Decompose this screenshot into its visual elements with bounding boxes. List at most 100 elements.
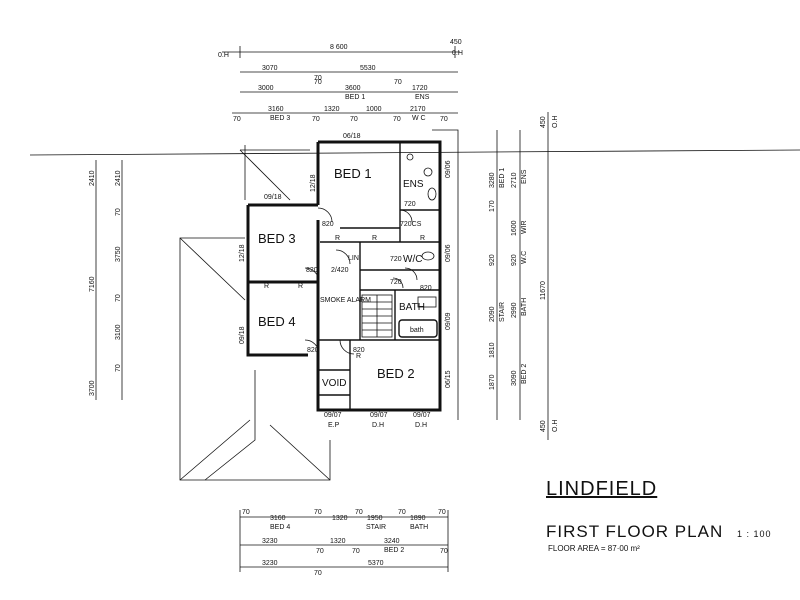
window-tag: 09/06 — [445, 160, 452, 178]
dim-right-inner-c-sub: W.C — [521, 251, 528, 264]
dims-bottom: 70 3160 70 1320 70 1950 70 1890 70 BED 4… — [239, 509, 449, 577]
dim-left-outer-f: 3700 — [89, 380, 96, 396]
dim-top-r3-a: 3000 — [258, 85, 274, 92]
dim-left-outer-a: 2410 — [89, 170, 96, 186]
dim-bottom-r2-b: 70 — [316, 548, 324, 555]
lower-roof-outline — [179, 129, 459, 481]
plan-name: FIRST FLOOR PLAN — [546, 522, 724, 541]
dims-top: 8 600 450 0.H 0.H 3070 70 5530 3000 70 3… — [218, 39, 463, 123]
dim-right-inner-e: 3090 — [511, 370, 518, 386]
robe-mark: R — [356, 353, 361, 360]
door-tag: 720 — [404, 201, 416, 208]
door-tag: 820 — [307, 347, 319, 354]
dim-top-r4-d: 1320 — [324, 106, 340, 113]
door-tag: 2/420 — [331, 267, 349, 274]
room-ens: ENS — [403, 179, 424, 190]
dim-bottom-r1-a: 70 — [242, 509, 250, 516]
floor-area: FLOOR AREA = 87·00 m² — [548, 544, 640, 553]
dim-bottom-r2-e: 3240 — [384, 538, 400, 545]
dim-right-mid-a: 3280 — [489, 172, 496, 188]
dim-bottom-r3-a: 3230 — [262, 560, 278, 567]
dim-top-r4-g: 70 — [393, 116, 401, 123]
window-tag: 12/18 — [310, 174, 317, 192]
dim-right-inner-b: 1600 — [511, 220, 518, 236]
dim-left-outer-d: 3100 — [115, 324, 122, 340]
room-bath: BATH — [399, 302, 425, 313]
reference-line — [29, 149, 800, 156]
room-wc: W/C — [403, 254, 422, 265]
door-tag: 720CS — [400, 221, 422, 228]
dim-right-inner-d: 2990 — [511, 302, 518, 318]
door-tag: 720 — [390, 279, 402, 286]
dim-right-inner-a: 2710 — [511, 172, 518, 188]
dim-top-r3-e: 1720 — [412, 85, 428, 92]
room-bed1: BED 1 — [334, 166, 372, 181]
door-tag: 720 — [390, 256, 402, 263]
dim-top-r4-bed3: BED 3 — [270, 115, 290, 122]
window-tag: 09/07 — [370, 412, 388, 419]
dim-top-r3-b: 70 — [314, 79, 322, 86]
dim-top-r4-e: 70 — [350, 116, 358, 123]
dim-left-outer-b: 7160 — [89, 276, 96, 292]
window-tag: 09/18 — [264, 194, 282, 201]
dim-left-inner-c: 3750 — [115, 246, 122, 262]
window-tag: 09/07 — [324, 412, 342, 419]
dim-top-r4-wc: W C — [412, 115, 426, 122]
bath-tub-label: bath — [410, 327, 424, 334]
dim-right-overall: 11670 — [540, 281, 547, 300]
dim-bottom-r1-c: 70 — [314, 509, 322, 516]
title-block: LINDFIELD FIRST FLOOR PLAN 1 : 100 FLOOR… — [540, 478, 790, 558]
dim-top-r3-ens: ENS — [415, 94, 430, 101]
dim-bottom-r1-f: 1950 — [367, 515, 383, 522]
dim-left-outer-c: 70 — [115, 294, 122, 302]
dims-left: 2410 7160 70 3100 70 3700 2410 70 3750 — [89, 160, 123, 400]
dim-top-r3-d: 70 — [394, 79, 402, 86]
dim-bottom-r1-g: 70 — [398, 509, 406, 516]
dim-top-overhang: 450 — [450, 39, 462, 46]
door-tag: 820 — [306, 267, 318, 274]
dim-top-oh-left: 0.H — [218, 52, 229, 59]
plan-title: FIRST FLOOR PLAN 1 : 100 — [546, 522, 771, 542]
dim-right-oh-top: 450 — [540, 116, 547, 128]
dim-top-r3-c: 3600 — [345, 85, 361, 92]
dim-top-r3-bed1: BED 1 — [345, 94, 365, 101]
dim-bottom-r2-bed2: BED 2 — [384, 547, 404, 554]
door-tag: 820 — [353, 347, 365, 354]
robe-mark: R — [298, 283, 303, 290]
robe-mark: R — [264, 283, 269, 290]
dim-top-r2-a: 3070 — [262, 65, 278, 72]
room-bed2: BED 2 — [377, 366, 415, 381]
bath-tub — [398, 319, 438, 338]
robe-mark: R — [335, 235, 340, 242]
dim-bottom-r1-d: 1320 — [332, 515, 348, 522]
dim-top-r2-b: 70 — [314, 75, 322, 82]
dim-left-outer-e: 70 — [115, 364, 122, 372]
bottom-tag-ep: E.P — [328, 422, 340, 429]
dim-top-r4-i: 70 — [440, 116, 448, 123]
dim-bottom-r1-i: 70 — [438, 509, 446, 516]
door-swings — [304, 207, 418, 355]
dim-top-r4-a: 70 — [233, 116, 241, 123]
dim-bottom-r2-a: 3230 — [262, 538, 278, 545]
dim-right-oh-bottom: 450 — [540, 420, 547, 432]
dim-top-r4-h: 2170 — [410, 106, 426, 113]
stair — [361, 294, 393, 338]
dim-bottom-r2-d: 70 — [352, 548, 360, 555]
room-bed3: BED 3 — [258, 231, 296, 246]
dim-right-mid-a-sub: BED 1 — [499, 168, 506, 188]
bottom-tag-dh: D.H — [372, 422, 384, 429]
dim-bottom-r1-e: 70 — [355, 509, 363, 516]
window-tag: 09/06 — [445, 244, 452, 262]
dim-bottom-r1-h: 1890 — [410, 515, 426, 522]
dim-top-r4-f: 1000 — [366, 106, 382, 113]
dim-right-mid-c: 920 — [489, 254, 496, 266]
dim-top-r4-b: 3160 — [268, 106, 284, 113]
robe-mark: R — [420, 235, 425, 242]
robe-mark: R — [372, 235, 377, 242]
dim-right-mid-e: 1810 — [489, 342, 496, 358]
dim-bottom-r3-c: 5370 — [368, 560, 384, 567]
dim-bottom-r2-f: 70 — [440, 548, 448, 555]
dim-right-mid-d: 2090 — [489, 306, 496, 322]
dim-left-inner-a: 2410 — [115, 170, 122, 186]
